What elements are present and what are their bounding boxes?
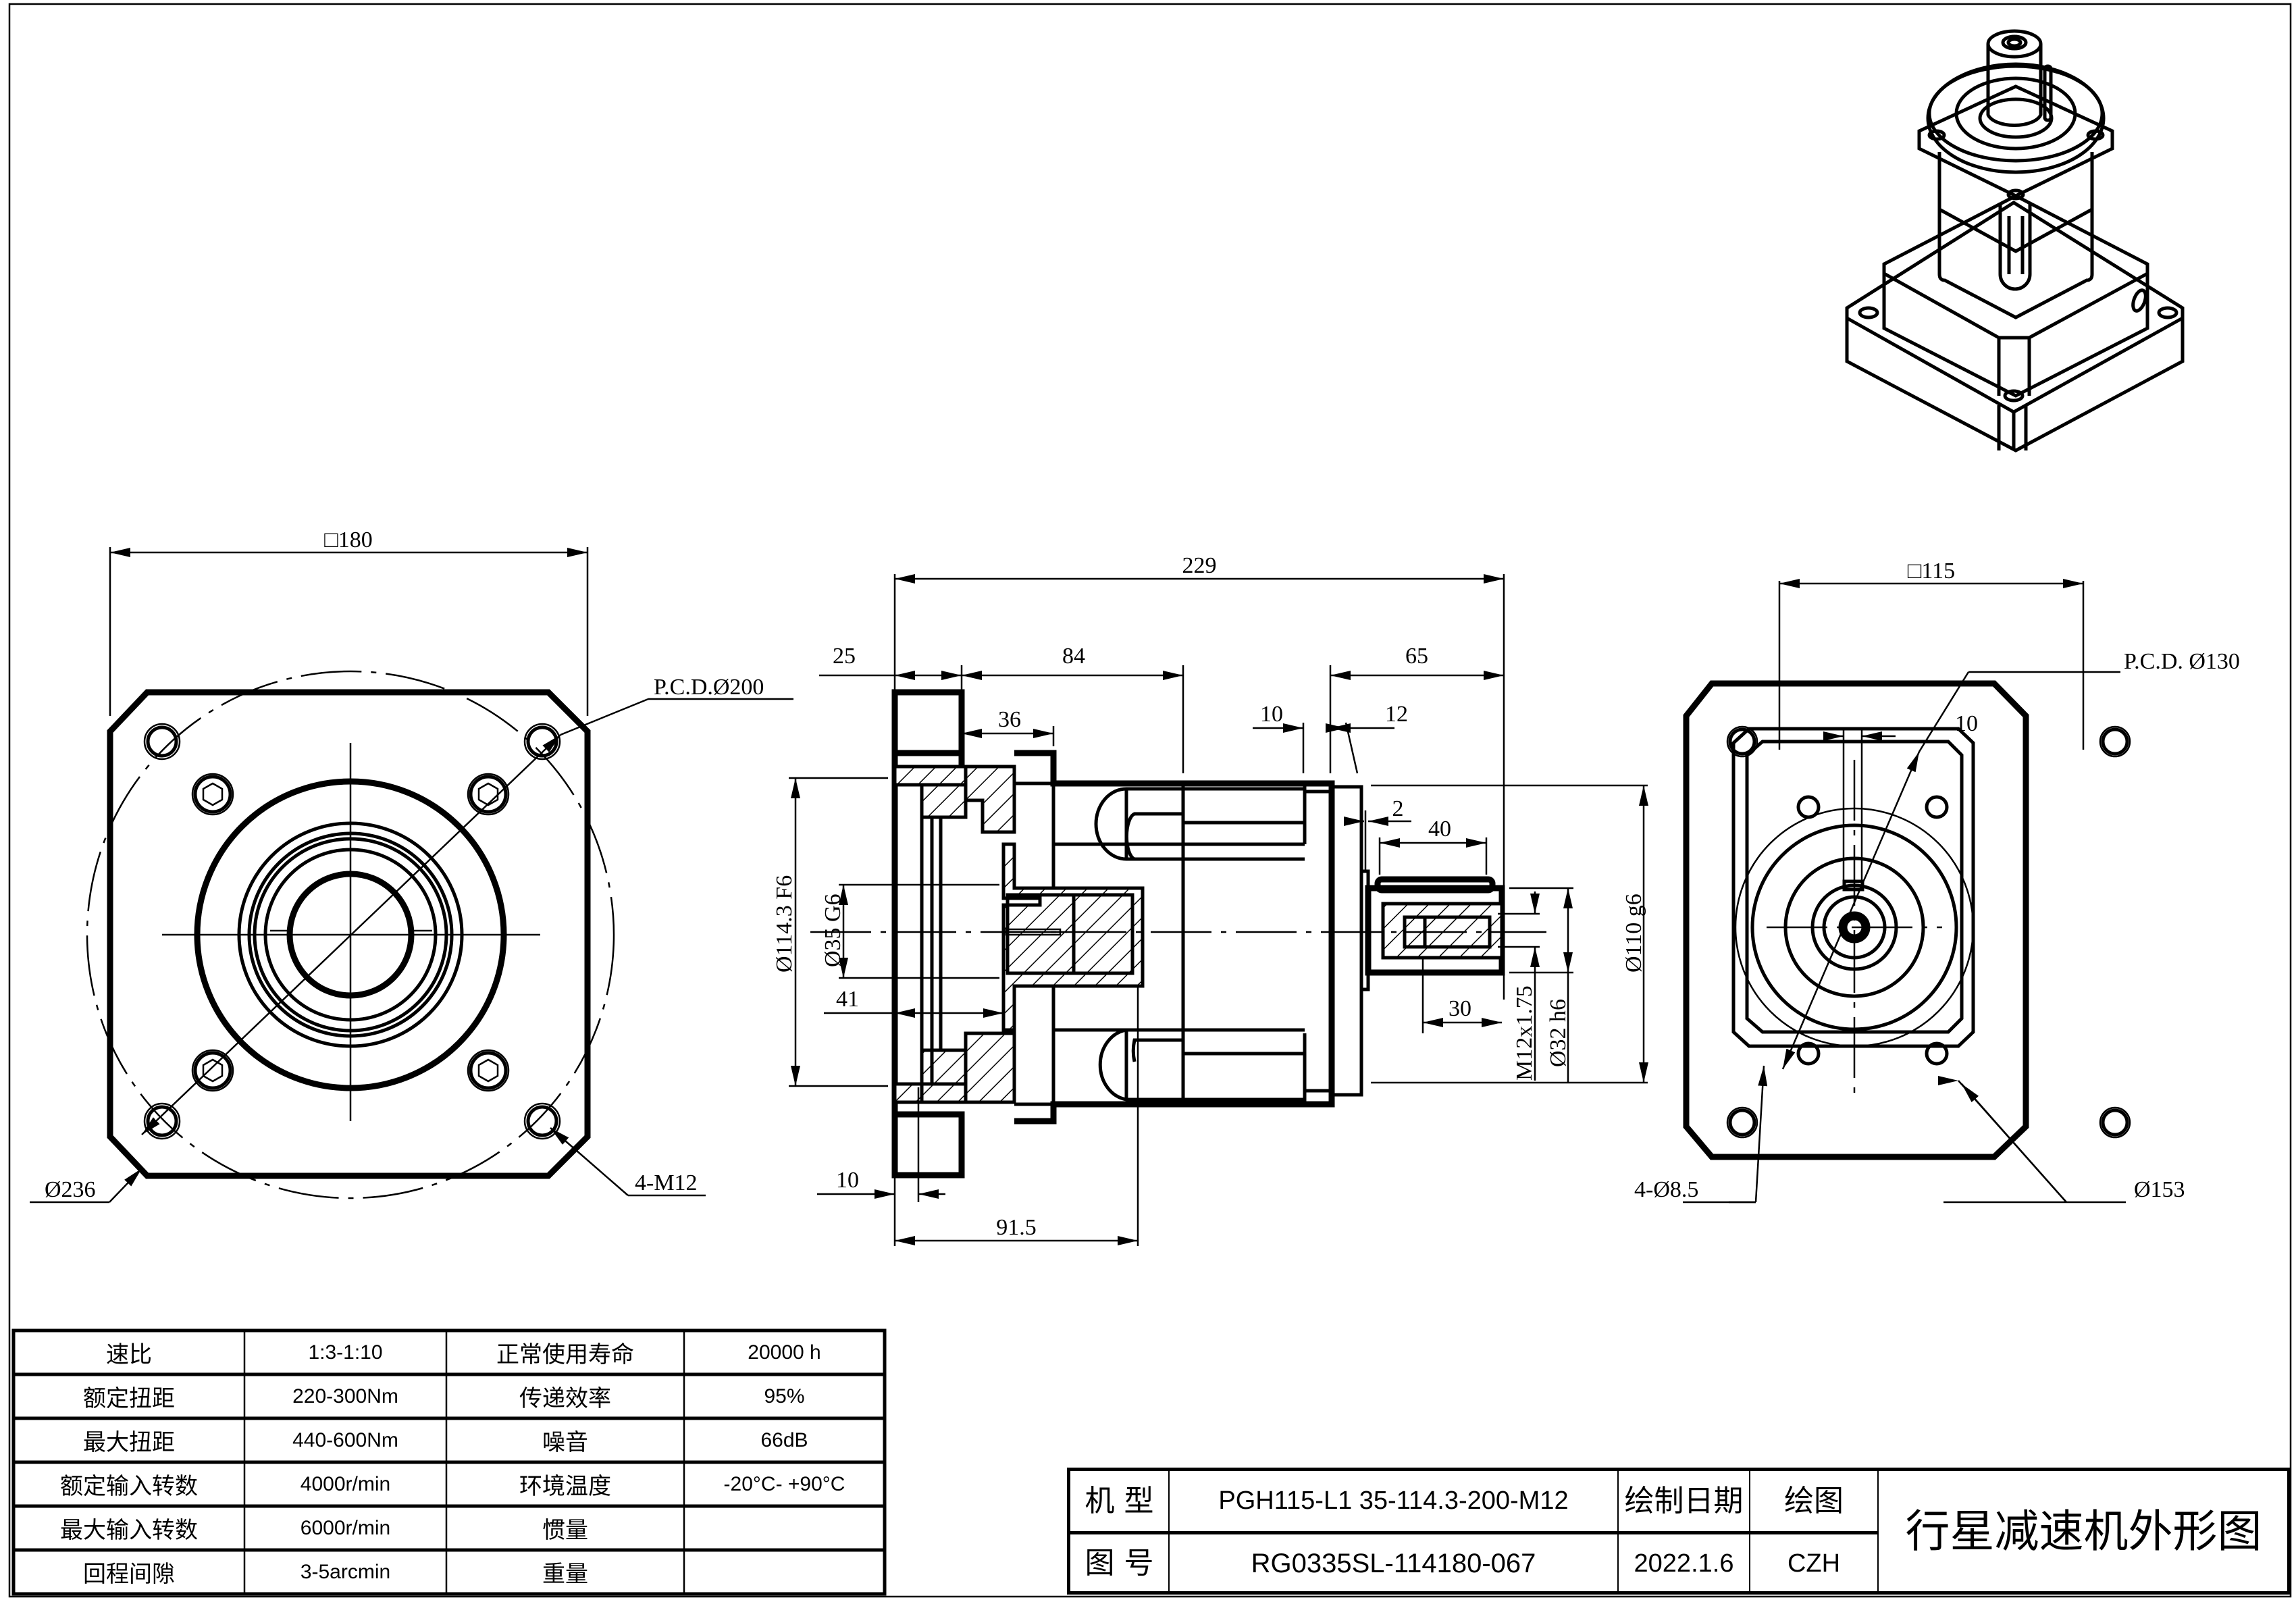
spec-value: 220-300Nm xyxy=(292,1385,398,1407)
spec-value: 4000r/min xyxy=(300,1472,391,1495)
dim-shoulder: 2 xyxy=(1392,796,1404,821)
rear-pcd-dim: P.C.D. Ø130 xyxy=(2124,649,2240,674)
spec-label: 额定扭距 xyxy=(83,1385,175,1412)
dim-flange-thickness: 25 xyxy=(833,644,856,669)
spec-label: 最大扭距 xyxy=(83,1429,175,1456)
spec-label: 惯量 xyxy=(542,1517,588,1544)
spec-value: 66dB xyxy=(760,1428,808,1451)
spec-label: 额定输入转数 xyxy=(60,1473,198,1500)
model-value: PGH115-L1 35-114.3-200-M12 xyxy=(1218,1487,1569,1515)
dim-flange-offset: 10 xyxy=(836,1168,859,1193)
dim-gap-10: 10 xyxy=(1260,702,1283,727)
spec-label: 噪音 xyxy=(542,1429,588,1456)
spec-label: 正常使用寿命 xyxy=(496,1341,634,1368)
spec-table xyxy=(11,1328,887,1596)
dim-thread-depth: 30 xyxy=(1449,996,1471,1021)
sheet-border xyxy=(8,3,2292,1598)
front-flange-plate xyxy=(107,689,591,1179)
rear-view: □115 xyxy=(1634,559,2240,1204)
spec-row: 最大输入转数 6000r/min 惯量 xyxy=(14,1506,885,1550)
spec-value: 95% xyxy=(764,1385,805,1407)
dim-overall-length: 229 xyxy=(1182,553,1217,578)
spec-value: 440-600Nm xyxy=(292,1428,398,1451)
drawer-label: 绘图 xyxy=(1784,1484,1844,1518)
dim-flange-to-mid: 91.5 xyxy=(996,1215,1037,1240)
rear-key-width-dim: 10 xyxy=(1955,711,1978,736)
drawing-title: 行星减速机外形图 xyxy=(1905,1505,2262,1557)
date-value: 2022.1.6 xyxy=(1634,1549,1734,1578)
output-spigot xyxy=(1330,785,1363,1097)
front-holes-dim: 4-M12 xyxy=(635,1170,698,1195)
title-block: 机 型 PGH115-L1 35-114.3-200-M12 绘制日期 绘图 图… xyxy=(1067,1468,2291,1595)
dim-thread: M12x1.75 xyxy=(1512,985,1537,1081)
isometric-view xyxy=(1845,29,2185,453)
dim-spigot-dia: Ø110 g6 xyxy=(1621,894,1646,973)
rear-plate-holes xyxy=(1726,725,2131,1139)
spec-label: 环境温度 xyxy=(519,1473,611,1500)
drawing-no-label: 图 号 xyxy=(1085,1546,1154,1580)
spec-row: 最大扭距 440-600Nm 噪音 66dB xyxy=(14,1418,885,1462)
dim-bore-depth: 41 xyxy=(836,987,859,1012)
dim-input-bore: Ø114.3 F6 xyxy=(772,875,797,973)
rear-holes-dim: 4-Ø8.5 xyxy=(1634,1177,1698,1202)
spec-label: 传递效率 xyxy=(519,1385,611,1412)
spec-row: 回程间隙 3-5arcmin 重量 xyxy=(14,1550,885,1594)
spec-value: 6000r/min xyxy=(300,1516,391,1539)
front-view: □180 xyxy=(30,527,793,1204)
spec-table-text: 速比 1:3-1:10 正常使用寿命 20000 h 额定扭距 220-300N… xyxy=(14,1330,885,1594)
rear-base-plate xyxy=(1683,680,2029,1160)
spec-row: 额定扭距 220-300Nm 传递效率 95% xyxy=(14,1374,885,1418)
dim-key-length: 40 xyxy=(1428,817,1451,842)
dim-shaft-length: 65 xyxy=(1405,644,1428,669)
rear-outer-dia-dim: Ø153 xyxy=(2134,1177,2185,1202)
drawing-no-value: RG0335SL-114180-067 xyxy=(1251,1549,1536,1578)
model-label: 机 型 xyxy=(1085,1484,1154,1518)
spec-value: 20000 h xyxy=(748,1341,821,1364)
spec-label: 速比 xyxy=(106,1341,152,1368)
date-label: 绘制日期 xyxy=(1624,1484,1744,1518)
drawer-value: CZH xyxy=(1787,1549,1841,1578)
spec-value: 3-5arcmin xyxy=(300,1560,391,1583)
dim-pocket-depth: 36 xyxy=(998,707,1021,732)
dim-gap-12: 12 xyxy=(1385,702,1408,727)
front-outer-dia-dim: Ø236 xyxy=(45,1177,96,1202)
dim-shaft-dia: Ø32 h6 xyxy=(1546,999,1571,1067)
front-pcd-dim: P.C.D.Ø200 xyxy=(654,675,764,700)
front-square-dim: □180 xyxy=(324,527,373,552)
dim-body-length: 84 xyxy=(1062,644,1085,669)
rear-square-dim: □115 xyxy=(1908,559,1955,584)
spec-label: 回程间隙 xyxy=(83,1561,175,1588)
spec-label: 最大输入转数 xyxy=(60,1517,198,1544)
spec-label: 重量 xyxy=(542,1561,588,1588)
spec-row: 速比 1:3-1:10 正常使用寿命 20000 h xyxy=(14,1330,885,1374)
spec-value: -20°C- +90°C xyxy=(723,1472,845,1495)
spec-value: 1:3-1:10 xyxy=(308,1341,383,1364)
spec-row: 额定输入转数 4000r/min 环境温度 -20°C- +90°C xyxy=(14,1462,885,1506)
dim-input-shaft-bore: Ø35 G6 xyxy=(820,894,845,967)
side-view: 229 25 84 65 36 10 12 xyxy=(772,553,1648,1246)
